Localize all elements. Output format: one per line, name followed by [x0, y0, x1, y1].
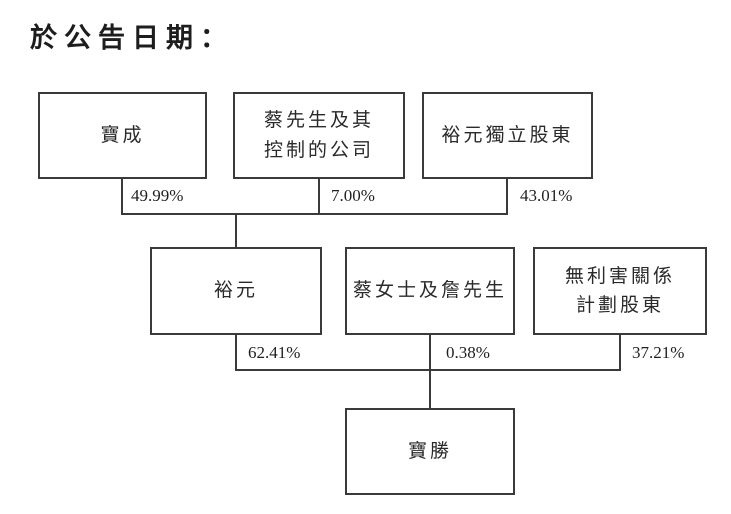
entity-box-pou-sheng: 寶勝	[345, 408, 515, 495]
connector-line-vertical-mr-tsai	[318, 179, 320, 215]
ownership-percentage-scheme-shareholders: 37.21%	[632, 343, 685, 362]
entity-box-pou-chen: 寶成	[38, 92, 207, 179]
connector-line-vertical-ms-tsai	[429, 335, 431, 371]
connector-line-vertical-pou-chen	[121, 179, 123, 215]
entity-box-yue-yuen-independent-shareholders: 裕元獨立股東	[422, 92, 593, 179]
connector-line-horizontal-upper	[121, 213, 508, 215]
ownership-percentage-yue-yuen: 62.41%	[248, 343, 301, 362]
connector-line-drop-to-yue-yuen	[235, 213, 237, 247]
entity-box-disinterested-scheme-shareholders: 無利害關係 計劃股東	[533, 247, 707, 335]
entity-box-mr-tsai-controlled-companies: 蔡先生及其 控制的公司	[233, 92, 405, 179]
connector-line-vertical-scheme-shareholders	[619, 335, 621, 371]
ownership-percentage-ms-tsai: 0.38%	[446, 343, 490, 362]
connector-line-vertical-independent-shareholders	[506, 179, 508, 215]
connector-line-vertical-yue-yuen	[235, 335, 237, 371]
connector-line-horizontal-lower	[235, 369, 621, 371]
entity-box-yue-yuen: 裕元	[150, 247, 322, 335]
ownership-percentage-independent-shareholders: 43.01%	[520, 186, 573, 205]
ownership-percentage-pou-chen: 49.99%	[131, 186, 184, 205]
connector-line-drop-to-pou-sheng	[429, 369, 431, 408]
ownership-percentage-mr-tsai: 7.00%	[331, 186, 375, 205]
page-title: 於公告日期：	[30, 23, 234, 54]
entity-box-ms-tsai-and-mr-chan: 蔡女士及詹先生	[345, 247, 515, 335]
